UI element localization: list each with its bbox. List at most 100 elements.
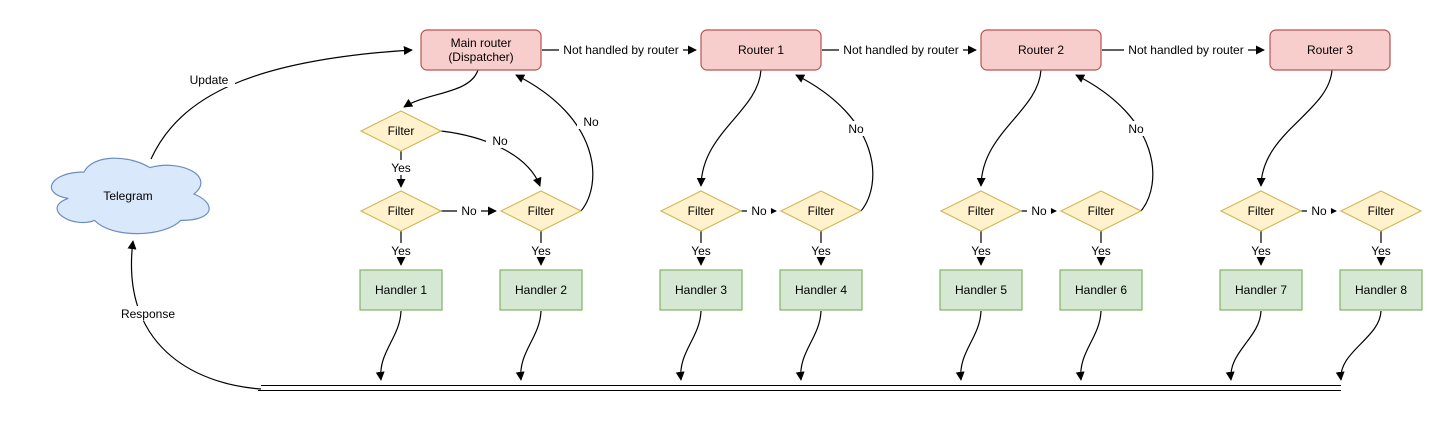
router3-label: Router 3 <box>1307 43 1353 57</box>
handler8-box <box>1339 269 1423 311</box>
filter7-diamond <box>1219 190 1303 232</box>
handler1-node: Handler 1 <box>359 269 443 311</box>
handler3-label: Handler 3 <box>675 283 727 297</box>
filter0-diamond <box>359 110 443 152</box>
yes-label7: Yes <box>1251 244 1271 258</box>
handler8-node: Handler 8 <box>1339 269 1423 311</box>
handler6-bus-edge <box>1075 310 1102 381</box>
filter6-no-loop-edge <box>1075 74 1154 212</box>
main-router-label-line2: (Dispatcher) <box>448 50 513 64</box>
filter2-node: Filter <box>499 190 583 232</box>
filter4-label: Filter <box>808 204 835 218</box>
handler2-node: Handler 2 <box>499 269 583 311</box>
handler4-box <box>779 269 863 311</box>
dispatcher-loop-no-label: No <box>583 115 599 129</box>
router3-node: Router 3 <box>1269 29 1391 71</box>
handler1-label: Handler 1 <box>375 283 427 297</box>
cloud-label: Telegram <box>103 189 152 203</box>
handler6-label: Handler 6 <box>1075 283 1127 297</box>
filter8-diamond <box>1339 190 1423 232</box>
handler7-node: Handler 7 <box>1219 269 1303 311</box>
router2-label: Router 2 <box>1018 43 1064 57</box>
dispatcher-to-filter-edge <box>403 69 479 108</box>
filter1-diamond <box>359 190 443 232</box>
mid-no-label2-bg <box>747 204 771 218</box>
router3-to-filter-edge <box>1256 69 1333 187</box>
mid-no-label4-bg <box>1307 204 1331 218</box>
handler6-node: Handler 6 <box>1059 269 1143 311</box>
filter5-node: Filter <box>939 190 1023 232</box>
not-handled-label3-bg <box>1124 42 1248 58</box>
yes-label1: Yes <box>391 244 411 258</box>
mid-no-label3: No <box>1031 204 1047 218</box>
yes-label2-bg <box>528 243 554 257</box>
router2-loop-no-label-bg <box>1122 121 1150 136</box>
yes-label2: Yes <box>531 244 551 258</box>
handler8-label: Handler 8 <box>1355 283 1407 297</box>
handler2-label: Handler 2 <box>515 283 567 297</box>
response-label: Response <box>121 307 175 321</box>
filter2-no-loop-edge <box>515 74 594 212</box>
handler5-node: Handler 5 <box>939 269 1023 311</box>
filter5-label: Filter <box>968 204 995 218</box>
dispatcher-loop-no-label-bg <box>577 114 605 129</box>
router2-node: Router 2 <box>980 29 1102 71</box>
filter7-label: Filter <box>1248 204 1275 218</box>
response-edge <box>127 240 262 390</box>
yes-label5-bg <box>968 243 994 257</box>
router2-to-filter-edge <box>976 69 1042 187</box>
handler2-bus-edge <box>515 310 542 381</box>
filter3-node: Filter <box>659 190 743 232</box>
edges <box>127 45 1386 392</box>
yes-label3: Yes <box>691 244 711 258</box>
filter2-diamond <box>499 190 583 232</box>
mid-no-label3-bg <box>1027 204 1051 218</box>
cloud-shape <box>50 157 210 235</box>
router1-node: Router 1 <box>700 29 822 71</box>
yes-label5: Yes <box>971 244 991 258</box>
filter7-node: Filter <box>1219 190 1303 232</box>
main-router-label-line1: Main router <box>451 36 512 50</box>
filter4-no-loop-edge <box>795 74 874 212</box>
filter4-node: Filter <box>779 190 863 232</box>
handler3-box <box>659 269 743 311</box>
filter6-node: Filter <box>1059 190 1143 232</box>
handler4-label: Handler 4 <box>795 283 847 297</box>
filter4-diamond <box>779 190 863 232</box>
handler3-node: Handler 3 <box>659 269 743 311</box>
filter2-label: Filter <box>528 204 555 218</box>
not-handled-label2: Not handled by router <box>843 43 958 57</box>
main-router-node: Main router (Dispatcher) <box>420 29 542 71</box>
main-router-box <box>420 29 542 71</box>
handler7-box <box>1219 269 1303 311</box>
mid-no-label1: No <box>461 204 477 218</box>
filter0-yes-label-bg <box>388 160 414 175</box>
not-handled-label1: Not handled by router <box>563 43 678 57</box>
filter3-diamond <box>659 190 743 232</box>
filter0-no-label-bg <box>486 133 514 148</box>
router1-loop-no-label-bg <box>842 121 870 136</box>
filter8-node: Filter <box>1339 190 1423 232</box>
handler1-bus-edge <box>375 310 402 381</box>
yes-label1-bg <box>388 243 414 257</box>
yes-label4: Yes <box>811 244 831 258</box>
filter0-no-edge <box>440 130 542 187</box>
edge-labels: Update Response Not handled by router No… <box>113 42 1394 321</box>
yes-label4-bg <box>808 243 834 257</box>
filter6-label: Filter <box>1088 204 1115 218</box>
yes-label8: Yes <box>1371 244 1391 258</box>
filter0-node: Filter <box>359 110 443 152</box>
not-handled-label1-bg <box>559 42 683 58</box>
not-handled-label2-bg <box>839 42 963 58</box>
handler6-box <box>1059 269 1143 311</box>
mid-no-label2: No <box>751 204 767 218</box>
mid-no-label4: No <box>1311 204 1327 218</box>
response-label-bg <box>113 306 183 321</box>
filter1-node: Filter <box>359 190 443 232</box>
yes-label3-bg <box>688 243 714 257</box>
yes-label6: Yes <box>1091 244 1111 258</box>
handler5-box <box>939 269 1023 311</box>
filter0-no-label: No <box>492 134 508 148</box>
filter8-label: Filter <box>1368 204 1395 218</box>
update-label: Update <box>190 73 229 87</box>
